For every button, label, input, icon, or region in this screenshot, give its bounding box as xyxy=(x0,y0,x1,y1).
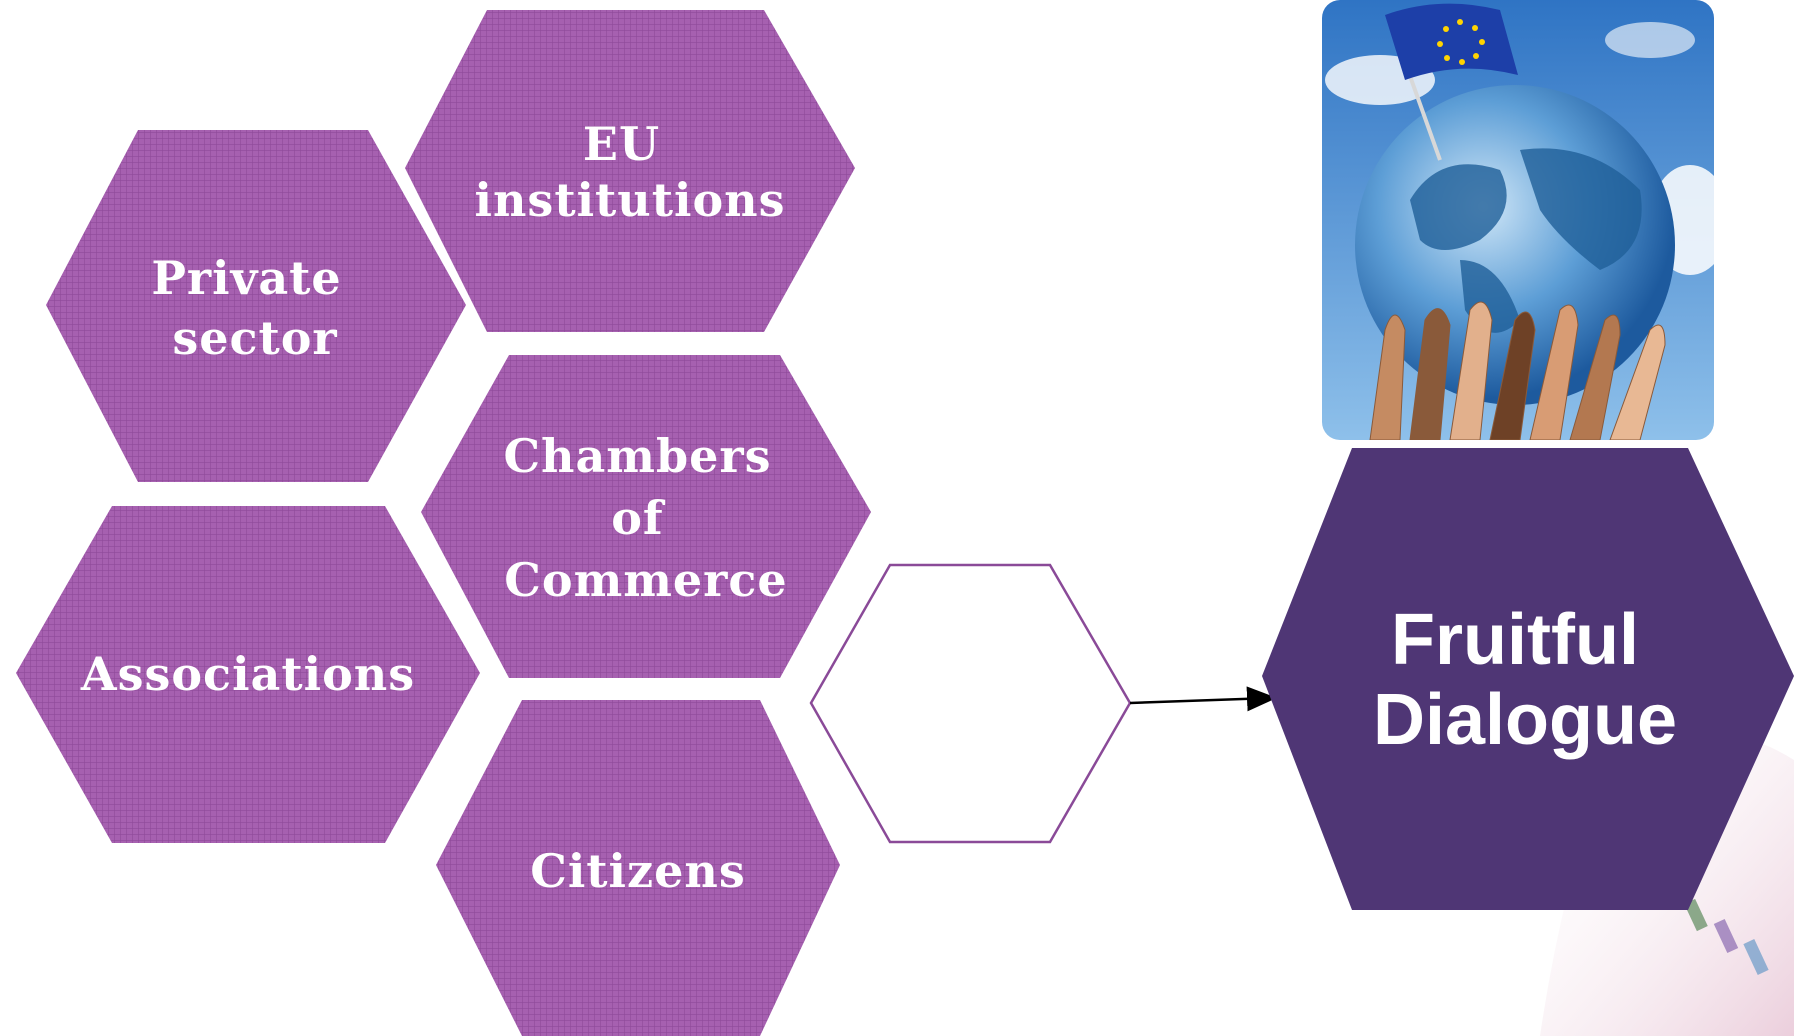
hex-eu-line-2: institutions xyxy=(475,173,786,227)
svg-text:Associations: Associations xyxy=(80,647,415,701)
globe-eu-flag-hands-photo xyxy=(1322,0,1714,440)
hex-citizens: Citizens xyxy=(436,700,840,1036)
hex-chambers-line-2: of xyxy=(611,491,666,545)
hex-chambers-line-3: Commerce xyxy=(504,553,787,607)
outcome-line-1: Fruitful xyxy=(1391,600,1639,680)
svg-text:Citizens: Citizens xyxy=(530,844,746,898)
hex-fruitful-dialogue: Fruitful Dialogue xyxy=(1262,448,1794,910)
arrow-to-outcome xyxy=(1129,686,1277,712)
hex-eu-institutions: EU institutions xyxy=(405,10,855,332)
hex-associations: Associations xyxy=(16,506,480,843)
hex-private-sector: Private sector xyxy=(46,130,466,482)
hex-empty-outline xyxy=(809,563,1132,844)
svg-text:EU institutions: EU institutions xyxy=(475,117,786,227)
hex-private-line-1: Private xyxy=(151,251,341,305)
outcome-line-2: Dialogue xyxy=(1373,680,1677,760)
hex-chambers-line-1: Chambers xyxy=(503,429,771,483)
hex-associations-line-1: Associations xyxy=(80,647,415,701)
hex-chambers-of-commerce: Chambers of Commerce xyxy=(421,355,871,678)
svg-text:Fruitful Dialogue: Fruitful Dialogue xyxy=(1373,600,1677,760)
svg-text:Chambers of Commer: Chambers of Commerce xyxy=(503,429,788,607)
hex-citizens-line-1: Citizens xyxy=(530,844,746,898)
svg-text:Private sector: Private sector xyxy=(151,251,358,365)
hex-private-line-2: sector xyxy=(172,311,337,365)
hex-eu-line-1: EU xyxy=(583,117,660,171)
